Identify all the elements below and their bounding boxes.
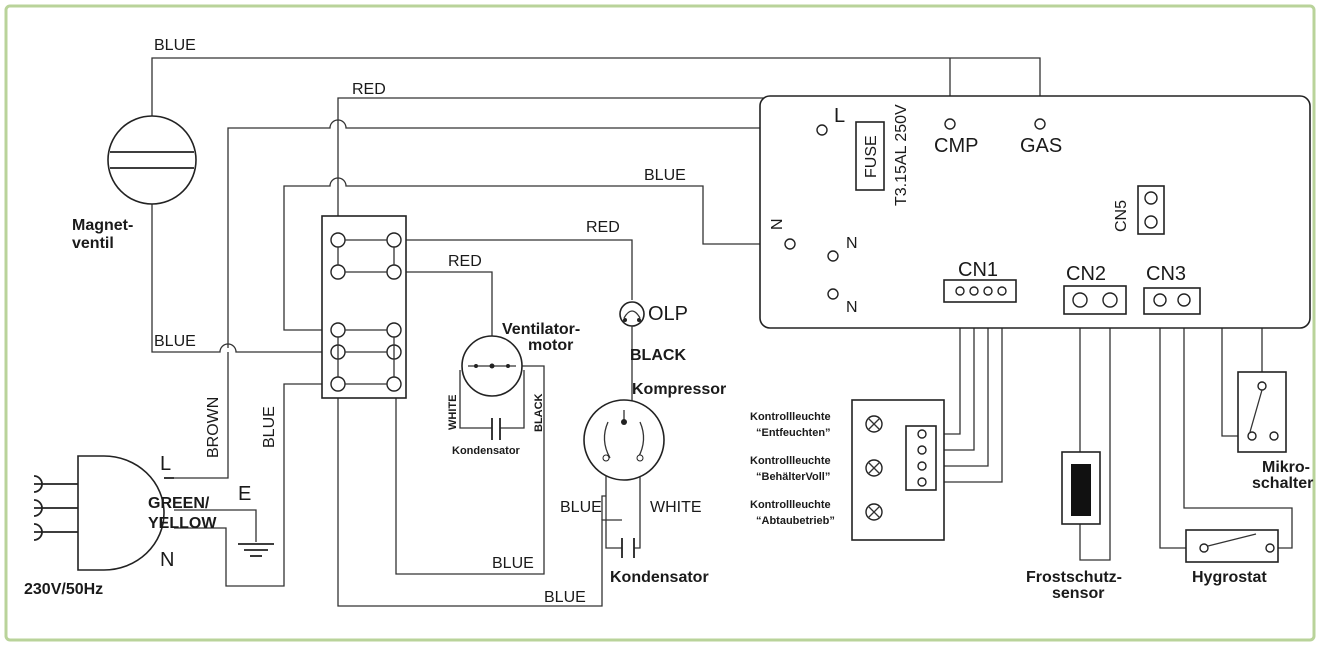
pcb-cmp-label: CMP <box>934 135 978 157</box>
micro-switch-label-2: schalter <box>1252 475 1313 492</box>
wire-label-red-mid: RED <box>586 219 620 236</box>
wire-label-red-fan: RED <box>448 253 482 270</box>
magnet-valve-label-1: Magnet- <box>72 217 133 234</box>
diagram-border <box>4 4 1316 642</box>
lamp-1-label-2: “Entfeuchten” <box>756 427 831 439</box>
wire-labels: BLUE RED BLUE RED RED BLUE BROWN BLUE BL… <box>154 37 702 606</box>
wire-label-blue-vertical: BLUE <box>261 406 278 448</box>
terminal-block <box>321 215 407 399</box>
lamp-1-symbol <box>865 415 883 433</box>
wire-label-black-olp: BLACK <box>630 347 686 364</box>
indicator-lamps: Kontrollleuchte “Entfeuchten” Kontrollle… <box>750 399 945 541</box>
fan-capacitor-label: Kondensator <box>452 445 521 457</box>
pcb-n-bot-label: N <box>846 299 858 316</box>
lamp-3-symbol <box>865 503 883 521</box>
plug-l-label: L <box>160 453 171 475</box>
plug-e-label: E <box>238 483 251 505</box>
pcb-gas-label: GAS <box>1020 135 1062 157</box>
cn3-label: CN3 <box>1146 263 1186 285</box>
pcb-n-top-label: N <box>769 218 786 230</box>
lamp-2-label-1: Kontrollleuchte <box>750 455 831 467</box>
hygrostat-label: Hygrostat <box>1192 569 1267 586</box>
wire-label-blue-bottom: BLUE <box>544 589 586 606</box>
wire-label-blue-comp: BLUE <box>560 499 602 516</box>
fuse-rating-label: T3.15AL 250V <box>893 104 910 206</box>
magnet-valve: Magnet- ventil <box>72 115 197 252</box>
magnet-valve-label-2: ventil <box>72 235 114 252</box>
cn1-label: CN1 <box>958 259 998 281</box>
white-fan-label: WHITE <box>447 395 459 430</box>
fan-motor: Ventilator- motor Kondensator WHITE BLAC… <box>447 321 580 457</box>
black-fan-label: BLACK <box>533 393 545 432</box>
frost-sensor-label-2: sensor <box>1052 585 1104 602</box>
compressor-label: Kompressor <box>632 381 726 398</box>
wire-label-brown: BROWN <box>205 397 222 458</box>
lamp-2-symbol <box>865 459 883 477</box>
plug-green-label: GREEN/ <box>148 495 210 512</box>
frost-sensor-label-1: Frostschutz- <box>1026 569 1122 586</box>
plug-n-label: N <box>160 549 174 571</box>
cn5-label: CN5 <box>1113 200 1130 232</box>
lamp-3-label-1: Kontrollleuchte <box>750 499 831 511</box>
control-board: L CMP GAS N N N FUSE T3.15AL 250V CN5 CN… <box>759 95 1311 329</box>
wire-label-blue-left: BLUE <box>154 333 196 350</box>
wire-label-blue-mid: BLUE <box>644 167 686 184</box>
cn2-label: CN2 <box>1066 263 1106 285</box>
wire-label-white-comp: WHITE <box>650 499 702 516</box>
wire-label-red-top: RED <box>352 81 386 98</box>
pcb-n-mid-label: N <box>846 235 858 252</box>
fan-motor-label-2: motor <box>528 337 573 354</box>
compressor-capacitor-label: Kondensator <box>610 569 709 586</box>
voltage-label: 230V/50Hz <box>24 581 103 598</box>
lamp-3-label-2: “Abtaubetrieb” <box>756 515 835 527</box>
lamp-1-label-1: Kontrollleuchte <box>750 411 831 423</box>
frost-sensor: Frostschutz- sensor <box>1026 451 1122 602</box>
wire-label-blue-top: BLUE <box>154 37 196 54</box>
hygrostat: Hygrostat <box>1185 529 1279 586</box>
fuse-label: FUSE <box>863 135 880 178</box>
compressor: OLP Kompressor Kondensator <box>583 301 726 586</box>
micro-switch: Mikro- schalter <box>1237 371 1313 492</box>
micro-switch-label-1: Mikro- <box>1262 459 1310 476</box>
wire-label-blue-fan-bottom: BLUE <box>492 555 534 572</box>
fan-motor-label-1: Ventilator- <box>502 321 580 338</box>
pcb-l-label: L <box>834 105 845 127</box>
plug-yellow-label: YELLOW <box>148 515 217 532</box>
power-plug: L E N GREEN/ YELLOW 230V/50Hz <box>24 453 251 598</box>
lamp-2-label-2: “BehälterVoll” <box>756 471 830 483</box>
olp-label: OLP <box>648 303 688 325</box>
